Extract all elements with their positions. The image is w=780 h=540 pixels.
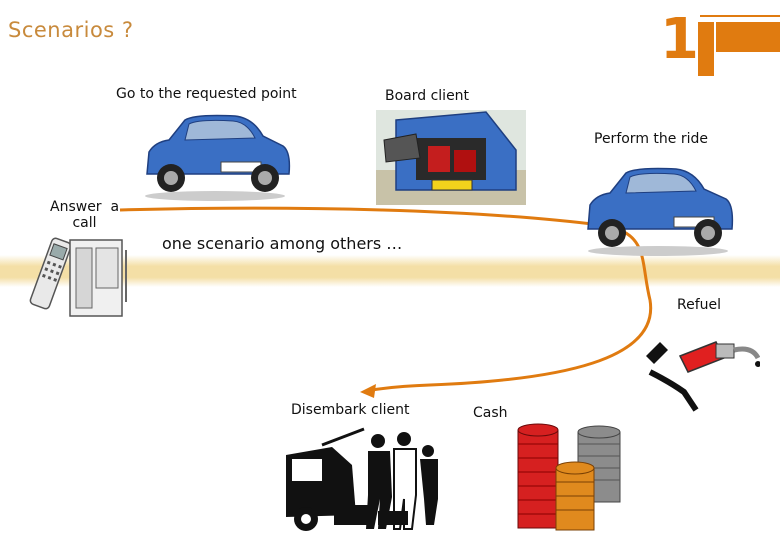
fuel-nozzle-icon: [646, 341, 760, 412]
logo-line: [700, 15, 780, 17]
section-number: 1: [660, 7, 699, 72]
phone-icon: [29, 237, 127, 317]
logo-block-vertical: [698, 22, 714, 76]
page-title: Scenarios ?: [8, 18, 134, 42]
step-answer-line2: call: [72, 215, 97, 231]
step-answer-label: Answer a call: [50, 199, 119, 231]
coin-stacks-icon: [517, 423, 621, 531]
step-goto-label: Go to the requested point: [116, 86, 297, 102]
decorative-band: [0, 255, 780, 287]
open-trunk-car-icon: [376, 110, 526, 205]
step-board-label: Board client: [385, 88, 470, 104]
disembark-silhouette-icon: [286, 427, 438, 531]
car-icon: [587, 167, 734, 256]
scenario-caption: one scenario among others …: [162, 234, 403, 253]
car-icon: [145, 114, 291, 201]
step-cash-label: Cash: [473, 405, 508, 421]
step-answer-line1: Answer a: [50, 199, 120, 215]
step-disembark-label: Disembark client: [291, 402, 410, 418]
step-refuel-label: Refuel: [677, 297, 722, 313]
step-ride-label: Perform the ride: [594, 131, 708, 147]
logo-block-horizontal: [716, 22, 780, 52]
